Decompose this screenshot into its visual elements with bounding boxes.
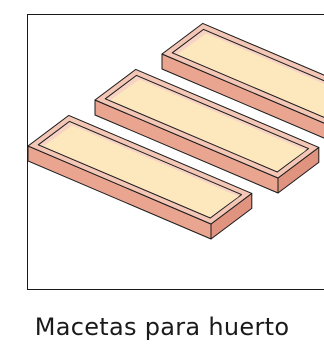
planter-soil (110, 79, 306, 172)
planter-soil (177, 33, 324, 117)
caption: Macetas para huerto (34, 313, 290, 341)
planter-box (28, 114, 253, 240)
planter-illustration (28, 22, 324, 240)
planter-box (94, 68, 320, 194)
planter-box (161, 22, 324, 139)
planter-soil (43, 125, 239, 218)
illustration-frame (27, 14, 324, 290)
